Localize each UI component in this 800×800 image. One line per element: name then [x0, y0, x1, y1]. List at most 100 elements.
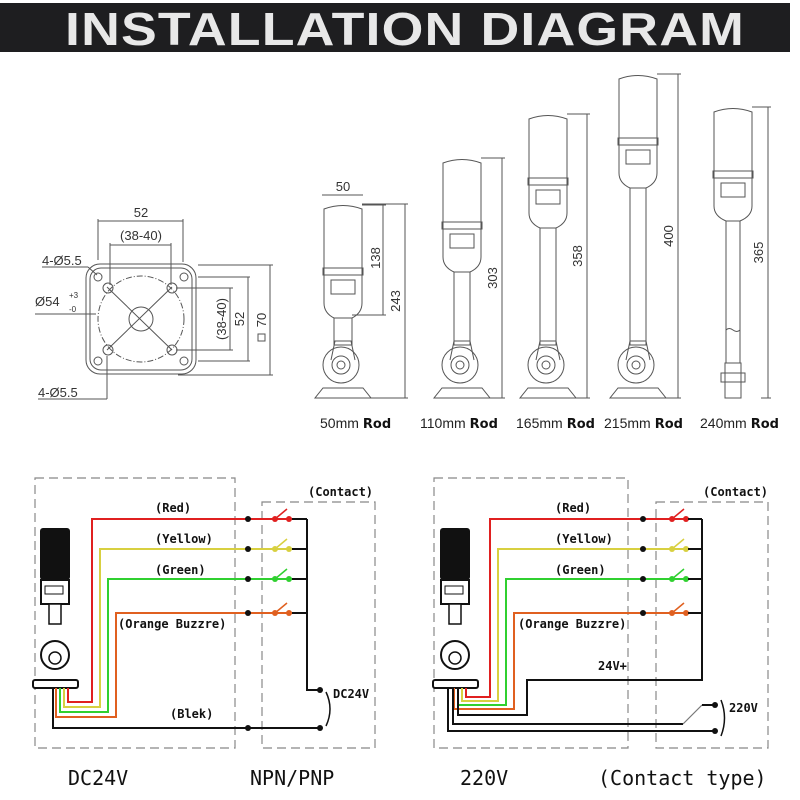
joint — [617, 346, 655, 384]
wire-green — [59, 578, 292, 713]
lamp-band — [617, 137, 659, 146]
terminal-dot — [712, 728, 718, 734]
rod — [725, 220, 741, 364]
lamp-band — [322, 267, 364, 276]
caption-npn-pnp: NPN/PNP — [250, 766, 334, 790]
rod-length: 110mm — [420, 415, 466, 431]
switch-lever — [274, 602, 288, 614]
nut — [720, 372, 746, 383]
lamp-window — [625, 149, 651, 165]
terminal-dot — [640, 546, 646, 552]
signal-tower-icon — [432, 528, 479, 689]
switch-contact — [683, 516, 689, 522]
terminal-dot — [640, 610, 646, 616]
lamp-label-plate — [44, 585, 64, 595]
switch-lever — [671, 538, 685, 550]
dim-head-138: 138 — [368, 247, 383, 269]
wire-label-black: (Blek) — [170, 707, 213, 721]
lamp-box-left — [34, 477, 236, 749]
joint — [527, 346, 565, 384]
signal-tower-icon — [32, 528, 79, 689]
terminal-dot — [245, 725, 251, 731]
wire-right-yellow — [461, 548, 688, 702]
terminal-dot — [245, 576, 251, 582]
wire-label-red-right: (Red) — [555, 501, 591, 515]
terminal-dot — [245, 516, 251, 522]
joint — [322, 346, 360, 384]
wire-yellow — [63, 548, 292, 708]
plate-outline — [85, 263, 197, 375]
diameter-tolerance-upper: +3 — [69, 291, 79, 300]
rod-word: Rod — [363, 417, 391, 432]
switch-contact — [286, 610, 292, 616]
lamp-head — [713, 108, 753, 222]
switch-contact — [683, 546, 689, 552]
hole-label-top: 4-Ø5.5 — [42, 253, 82, 268]
rod-length: 240mm — [700, 415, 747, 431]
base-plate-drawing: 52 (38-40) 4-Ø5.5 Ø54 +3 -0 4-Ø5.5 (38-4… — [35, 205, 273, 400]
rod — [629, 187, 647, 346]
lamp-rod — [48, 603, 62, 625]
joint-bracket — [625, 340, 651, 361]
wire-label-yellow-right: (Yellow) — [555, 532, 613, 546]
wire-label-green: (Green) — [155, 563, 206, 577]
square-symbol — [257, 333, 266, 342]
lamp-window — [535, 189, 561, 205]
center-hole — [128, 306, 154, 332]
mount-circle — [97, 275, 185, 363]
lamp-head — [442, 159, 482, 273]
switch-contact — [286, 546, 292, 552]
wire-right-green — [457, 578, 688, 706]
switch-contact — [683, 576, 689, 582]
lamp-head — [528, 115, 568, 229]
wire-red — [67, 518, 292, 703]
lamp-window — [330, 279, 356, 295]
lamp-joint-bolt — [48, 651, 62, 665]
base-foot — [432, 387, 492, 399]
dim-38-40-right: (38-40) — [214, 298, 229, 340]
plus-24v-label: 24V+ — [598, 659, 627, 673]
switch-contact — [683, 610, 689, 616]
joint-bolt — [455, 360, 465, 370]
switch-lever — [274, 508, 288, 520]
lamp-rod — [448, 603, 462, 625]
rod-length: 215mm — [604, 415, 651, 431]
joint-bolt — [631, 360, 641, 370]
lamp-body — [440, 528, 470, 580]
supply-label-dc24v: DC24V — [333, 687, 369, 701]
wire-orange — [55, 612, 292, 718]
switch-contact — [286, 516, 292, 522]
switch-lever — [274, 568, 288, 580]
terminal-dot — [317, 687, 323, 693]
joint-bolt — [336, 360, 346, 370]
joint-ring — [536, 355, 556, 375]
supply-bracket — [720, 699, 726, 737]
terminal-dot — [245, 610, 251, 616]
lamp-band — [712, 170, 754, 179]
joint-ring — [450, 355, 470, 375]
thread — [724, 362, 742, 399]
rod-length: 50mm — [320, 415, 359, 431]
tower-height-label: 365 — [751, 242, 766, 264]
terminal-dot — [317, 725, 323, 731]
contact-label-left: (Contact) — [308, 485, 373, 499]
rod — [333, 317, 353, 346]
rod-length-label: 50mm Rod — [320, 415, 391, 432]
wire-label-red: (Red) — [155, 501, 191, 515]
lamp-foot — [432, 679, 479, 689]
rod — [539, 227, 557, 346]
switch-lever — [671, 508, 685, 520]
lamp-band — [527, 177, 569, 186]
base-foot — [608, 387, 668, 399]
dim-width-50: 50 — [336, 179, 350, 194]
diameter-label: Ø54 — [35, 294, 60, 309]
dim-52-right: 52 — [232, 312, 247, 326]
